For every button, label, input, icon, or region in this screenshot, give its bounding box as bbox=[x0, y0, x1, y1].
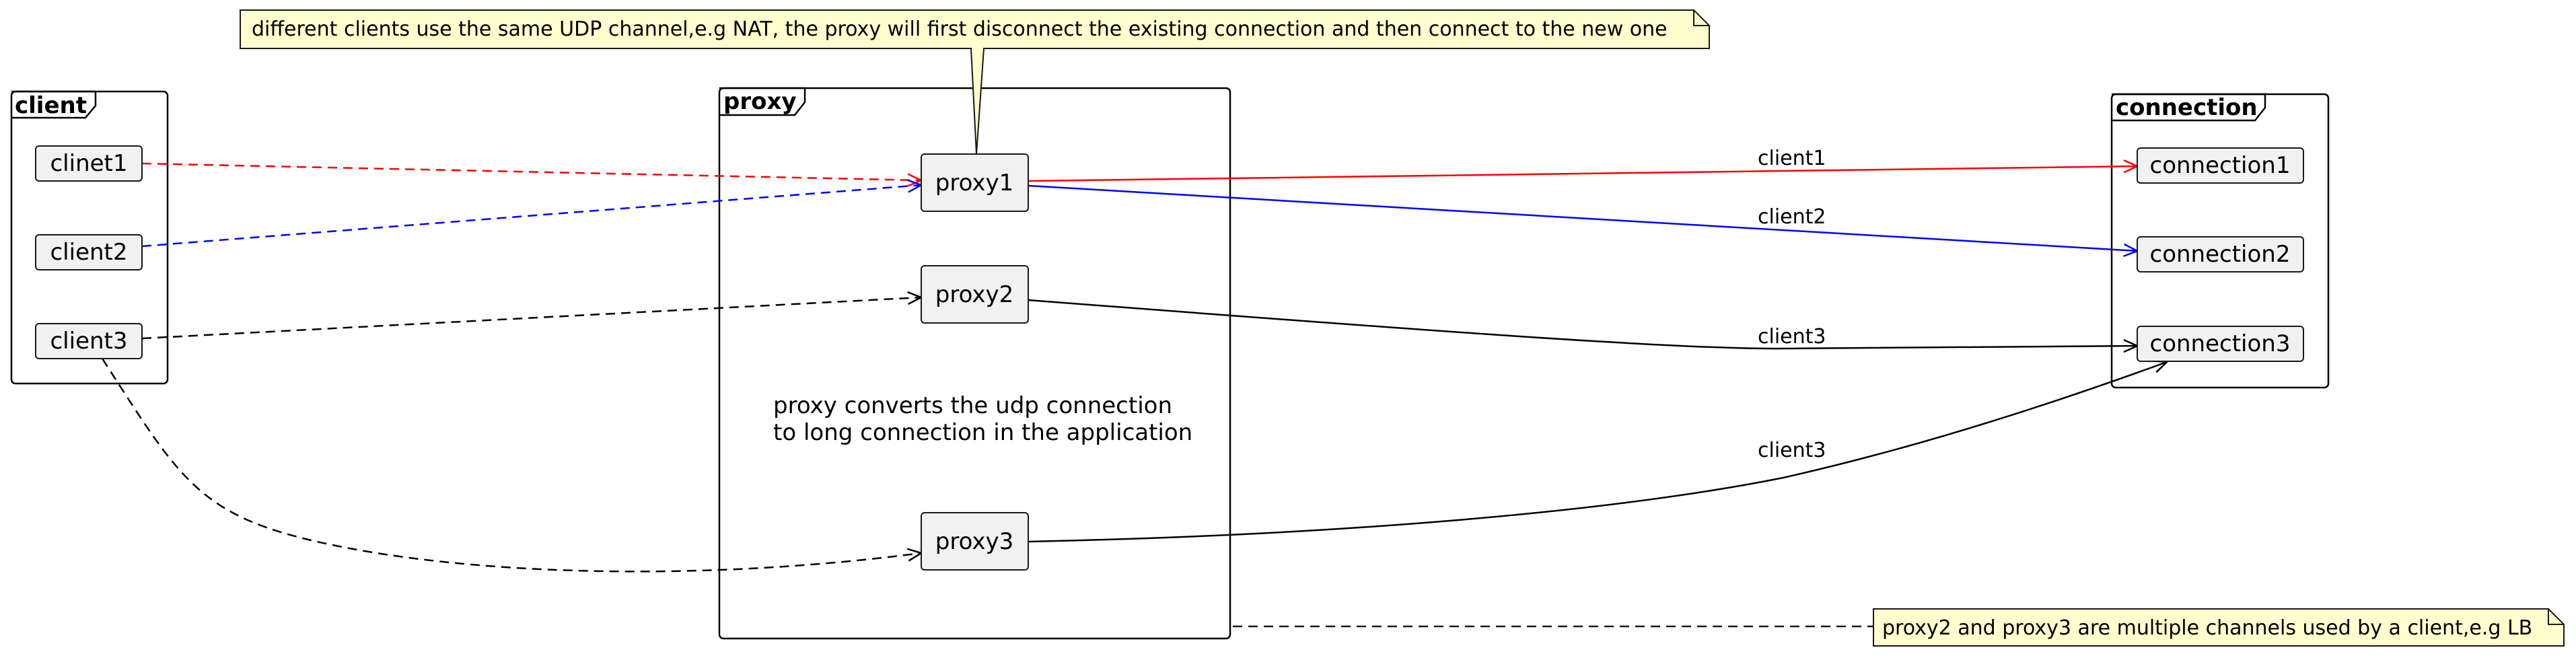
node-proxy2[interactable]: proxy2 bbox=[921, 265, 1029, 324]
node-proxy3-label: proxy3 bbox=[935, 528, 1013, 555]
node-proxy3[interactable]: proxy3 bbox=[921, 512, 1029, 571]
edge-label-client1: client1 bbox=[1758, 147, 1826, 170]
edge-client3-proxy3 bbox=[101, 358, 921, 573]
edge-label-client3-b: client3 bbox=[1758, 439, 1826, 462]
edge-client2-proxy1 bbox=[141, 185, 921, 248]
proxy-frame-title: proxy bbox=[723, 88, 797, 115]
node-clinet1[interactable]: clinet1 bbox=[35, 145, 143, 182]
proxy-description-line1: proxy converts the udp connection bbox=[773, 392, 1172, 419]
edge-proxy1-connection1 bbox=[1028, 166, 2137, 182]
node-connection3[interactable]: connection3 bbox=[2137, 326, 2304, 362]
node-client2-label: client2 bbox=[50, 239, 127, 266]
node-connection2-label: connection2 bbox=[2150, 241, 2291, 268]
node-proxy1-label: proxy1 bbox=[935, 170, 1013, 196]
edge-clinet1-proxy1 bbox=[141, 162, 921, 180]
node-proxy1[interactable]: proxy1 bbox=[921, 153, 1029, 212]
edge-proxy2-connection3 bbox=[1028, 299, 2137, 349]
node-client2[interactable]: client2 bbox=[35, 234, 143, 270]
node-connection3-label: connection3 bbox=[2150, 330, 2291, 357]
node-connection1-label: connection1 bbox=[2150, 152, 2291, 179]
edge-proxy3-connection3 bbox=[1028, 362, 2167, 543]
node-connection1[interactable]: connection1 bbox=[2137, 147, 2304, 184]
client-frame-title: client bbox=[15, 92, 87, 119]
edge-proxy1-connection2 bbox=[1028, 184, 2137, 251]
note-bottom: proxy2 and proxy3 are multiple channels … bbox=[1873, 608, 2565, 647]
note-top-text: different clients use the same UDP chann… bbox=[252, 17, 1668, 41]
node-client3[interactable]: client3 bbox=[35, 323, 143, 359]
edge-label-client2: client2 bbox=[1758, 205, 1826, 229]
proxy-frame: proxy bbox=[718, 87, 1231, 640]
proxy-description-line2: to long connection in the application bbox=[773, 419, 1192, 446]
edge-label-client3-a: client3 bbox=[1758, 325, 1826, 349]
node-proxy2-label: proxy2 bbox=[935, 281, 1013, 308]
node-client3-label: client3 bbox=[50, 328, 127, 355]
connection-frame-title: connection bbox=[2116, 94, 2258, 121]
node-clinet1-label: clinet1 bbox=[50, 150, 127, 177]
edge-client3-proxy2 bbox=[141, 297, 921, 340]
node-connection2[interactable]: connection2 bbox=[2137, 236, 2304, 272]
note-bottom-text: proxy2 and proxy3 are multiple channels … bbox=[1882, 616, 2532, 640]
note-top: different clients use the same UDP chann… bbox=[240, 9, 1710, 155]
